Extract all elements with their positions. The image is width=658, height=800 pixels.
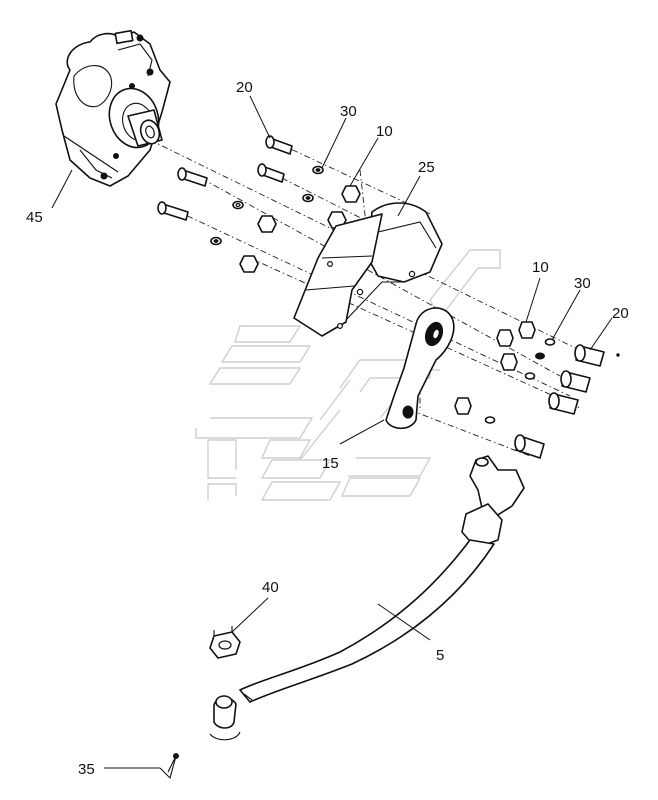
cotter-pin — [159, 753, 179, 780]
callout-10-upper: 10 — [376, 123, 393, 140]
callout-10-right: 10 — [532, 259, 549, 276]
ball-stud — [209, 695, 241, 741]
callout-5: 5 — [436, 647, 444, 664]
callout-25: 25 — [418, 159, 435, 176]
callout-20-right: 20 — [612, 305, 629, 322]
callout-20-upper: 20 — [236, 79, 253, 96]
bracket — [293, 202, 443, 337]
callout-15: 15 — [322, 455, 339, 472]
upper-left-bolts — [157, 167, 277, 273]
callout-45: 45 — [26, 209, 43, 226]
callout-30-upper: 30 — [340, 103, 357, 120]
assembly-centerlines — [149, 139, 601, 457]
castle-nut — [209, 626, 241, 659]
callout-35: 35 — [78, 761, 95, 778]
callout-labels: 45 20 30 10 25 10 30 20 15 40 5 35 — [26, 79, 629, 778]
upper-fasteners — [257, 135, 361, 229]
callout-30-right: 30 — [574, 275, 591, 292]
right-fasteners — [454, 321, 605, 459]
pitman-arm — [385, 307, 455, 430]
callout-40: 40 — [262, 579, 279, 596]
watermark-logo — [195, 249, 501, 501]
steering-gear-box — [55, 29, 171, 187]
leader-lines — [51, 95, 620, 769]
drag-link — [239, 455, 525, 703]
